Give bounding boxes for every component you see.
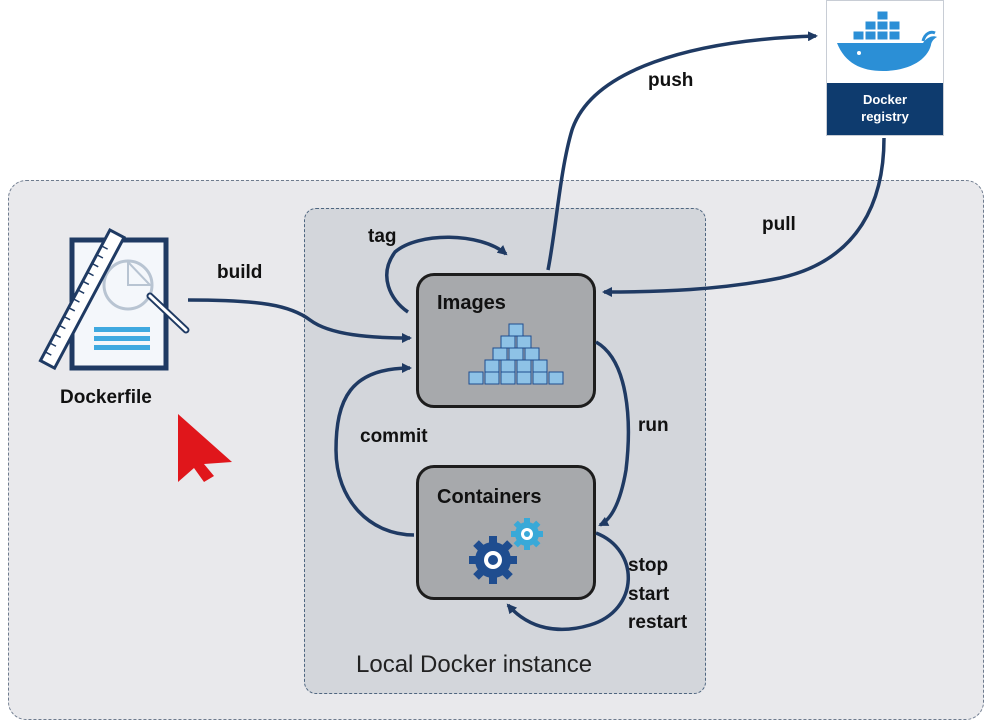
pull-label: pull <box>762 214 796 235</box>
gears-icon <box>469 518 543 584</box>
docker-whale-icon <box>837 10 937 71</box>
stop-label: stop <box>628 555 669 576</box>
registry-label-line1: Docker <box>862 92 908 107</box>
tag-label: tag <box>368 226 397 247</box>
containers-title: Containers <box>437 486 542 508</box>
dockerfile-label: Dockerfile <box>60 387 152 408</box>
run-label: run <box>638 415 669 436</box>
push-label: push <box>648 70 694 91</box>
image-cubes-icon <box>468 323 564 385</box>
containers-node: Containers <box>416 465 596 600</box>
restart-label: restart <box>628 612 688 633</box>
mouse-pointer-icon <box>178 414 232 482</box>
registry-label-line2: registry <box>861 109 909 124</box>
docker-registry-node: Docker registry <box>826 0 944 136</box>
images-title: Images <box>437 292 506 314</box>
start-label: start <box>628 584 670 605</box>
commit-label: commit <box>360 426 428 447</box>
registry-label-band: Docker registry <box>827 83 943 135</box>
build-label: build <box>217 262 263 283</box>
local-instance-label: Local Docker instance <box>356 651 593 678</box>
images-node: Images <box>416 273 596 408</box>
